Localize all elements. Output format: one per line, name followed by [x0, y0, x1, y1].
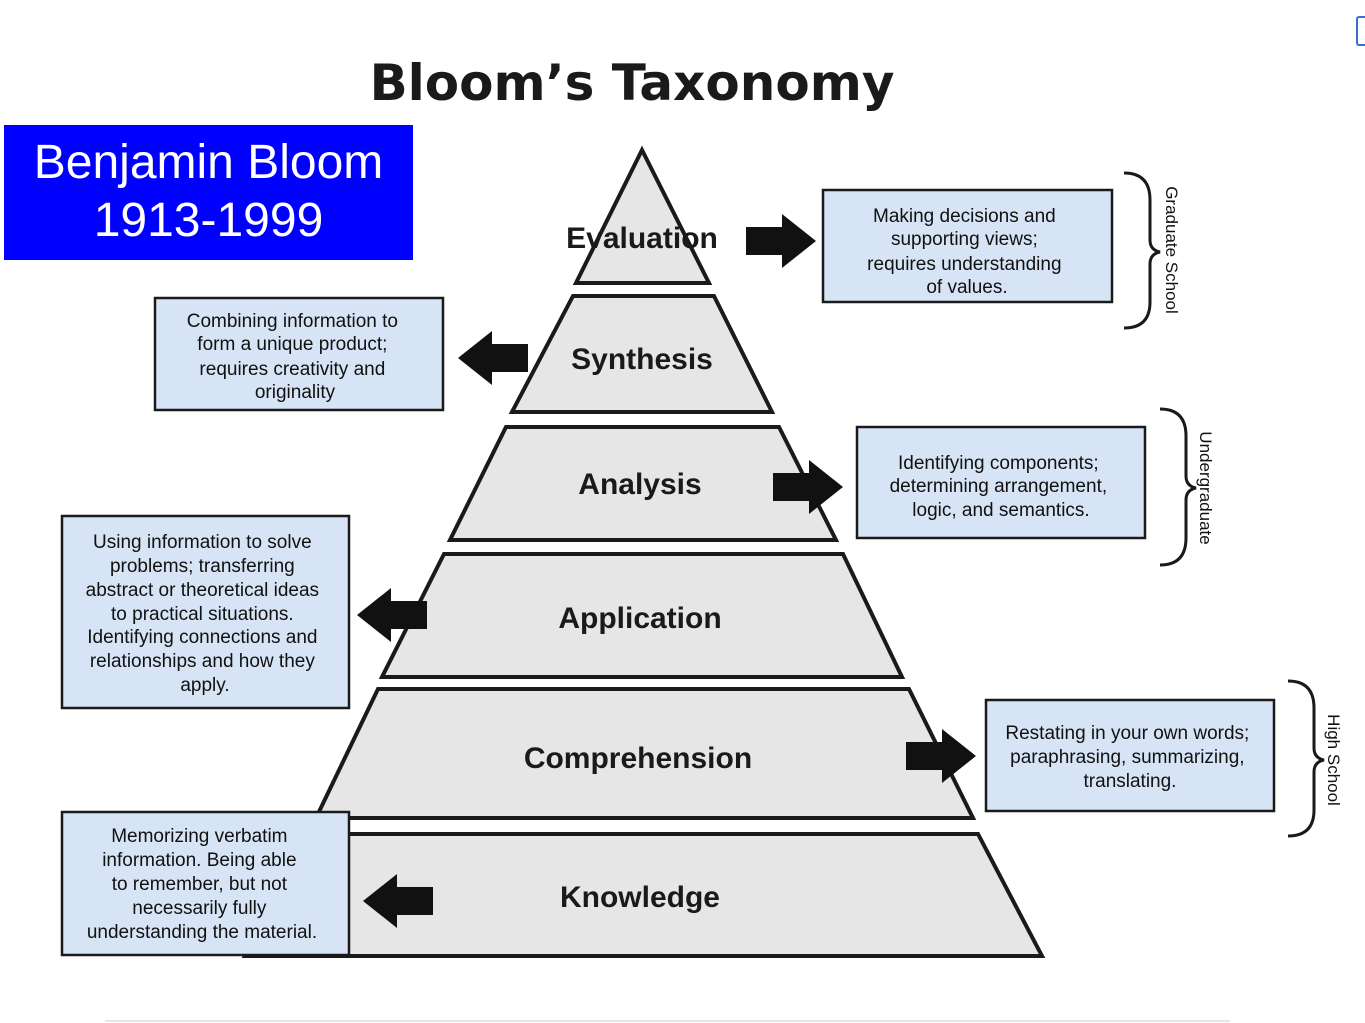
- arrow-right-icon: [773, 460, 843, 514]
- bracket-graduate-school: [1123, 171, 1161, 330]
- description-text-application: Using information to solve problems; tra…: [86, 532, 325, 696]
- description-box-comprehension: Restating in your own words; paraphrasin…: [984, 698, 1276, 813]
- tier-comprehension: [312, 687, 977, 820]
- level-label-comprehension: Comprehension: [524, 742, 752, 775]
- description-box-analysis: Identifying components; determining arra…: [855, 425, 1147, 540]
- description-box-evaluation: Making decisions and supporting views; r…: [821, 188, 1114, 304]
- tier-application: [378, 552, 906, 679]
- level-label-evaluation: Evaluation: [566, 222, 718, 255]
- description-text-comprehension: Restating in your own words; paraphrasin…: [1005, 723, 1254, 792]
- description-text-knowledge: Memorizing verbatim information. Being a…: [87, 826, 317, 943]
- education-label-high-school: High School: [1324, 714, 1343, 806]
- education-label-graduate-school: Graduate School: [1162, 186, 1181, 314]
- author-name: Benjamin Bloom: [33, 136, 384, 189]
- bracket-high-school: [1287, 679, 1325, 838]
- description-box-synthesis: Combining information to form a unique p…: [153, 296, 445, 412]
- author-years: 1913-1999: [93, 194, 324, 247]
- arrow-left-icon: [357, 588, 427, 642]
- description-box-knowledge: Memorizing verbatim information. Being a…: [60, 810, 351, 957]
- arrow-left-icon: [458, 331, 528, 385]
- arrow-left-icon: [363, 874, 433, 928]
- diagram-title: Bloom’s Taxonomy: [370, 54, 895, 112]
- level-label-analysis: Analysis: [578, 468, 701, 501]
- description-text-synthesis: Combining information to form a unique p…: [187, 311, 404, 403]
- description-box-application: Using information to solve problems; tra…: [60, 514, 351, 710]
- pyramid: [241, 145, 1046, 958]
- bracket-undergraduate: [1159, 407, 1197, 567]
- tier-analysis: [446, 425, 840, 542]
- level-label-application: Application: [558, 602, 721, 635]
- arrow-right-icon: [746, 214, 816, 268]
- arrow-right-icon: [906, 729, 976, 783]
- description-text-evaluation: Making decisions and supporting views; r…: [867, 206, 1067, 298]
- level-label-synthesis: Synthesis: [571, 343, 713, 376]
- description-text-analysis: Identifying components; determining arra…: [890, 453, 1113, 521]
- window-corner-icon: [1356, 16, 1365, 46]
- tier-synthesis: [508, 294, 776, 414]
- level-label-knowledge: Knowledge: [560, 881, 720, 914]
- tier-evaluation: [572, 145, 713, 285]
- author-badge: Benjamin Bloom 1913-1999: [4, 125, 413, 260]
- education-label-undergraduate: Undergraduate: [1196, 431, 1215, 544]
